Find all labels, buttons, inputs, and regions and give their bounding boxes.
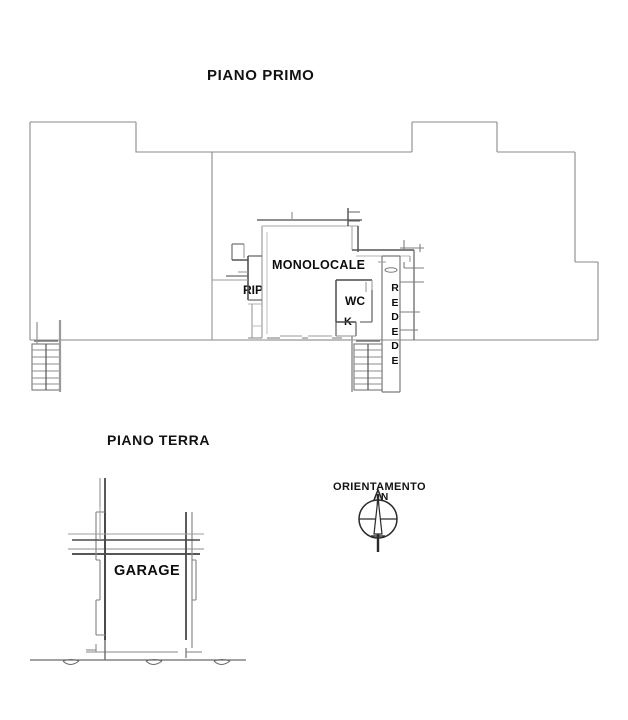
room-label-garage: GARAGE — [114, 563, 181, 579]
corridor-letter: D — [391, 311, 399, 323]
corridor-letter: D — [391, 340, 399, 352]
right-wall-stubs — [400, 240, 424, 338]
compass-north-label: N — [381, 492, 389, 503]
piano-terra-title: PIANO TERRA — [107, 432, 211, 448]
corridor-letter: E — [391, 325, 399, 338]
piano-primo-title: PIANO PRIMO — [207, 67, 315, 84]
apartment-walls — [211, 208, 415, 341]
corridor-letter: E — [391, 296, 399, 309]
staircase-right — [351, 336, 383, 392]
building-outline-first-floor — [29, 121, 599, 341]
corridor-letter: R — [391, 282, 399, 294]
compass-rose — [358, 487, 398, 552]
room-label-monolocale: MONOLOCALE — [272, 258, 366, 272]
garage-drawing — [30, 478, 246, 665]
staircase-left — [31, 320, 64, 392]
room-label-wc: WC — [345, 294, 365, 308]
corridor-letter: E — [391, 354, 399, 367]
ground-symbols — [62, 659, 231, 665]
orientamento-title: ORIENTAMENTO — [333, 481, 427, 493]
corridor-label-rededede: R E D E D E — [389, 281, 401, 368]
